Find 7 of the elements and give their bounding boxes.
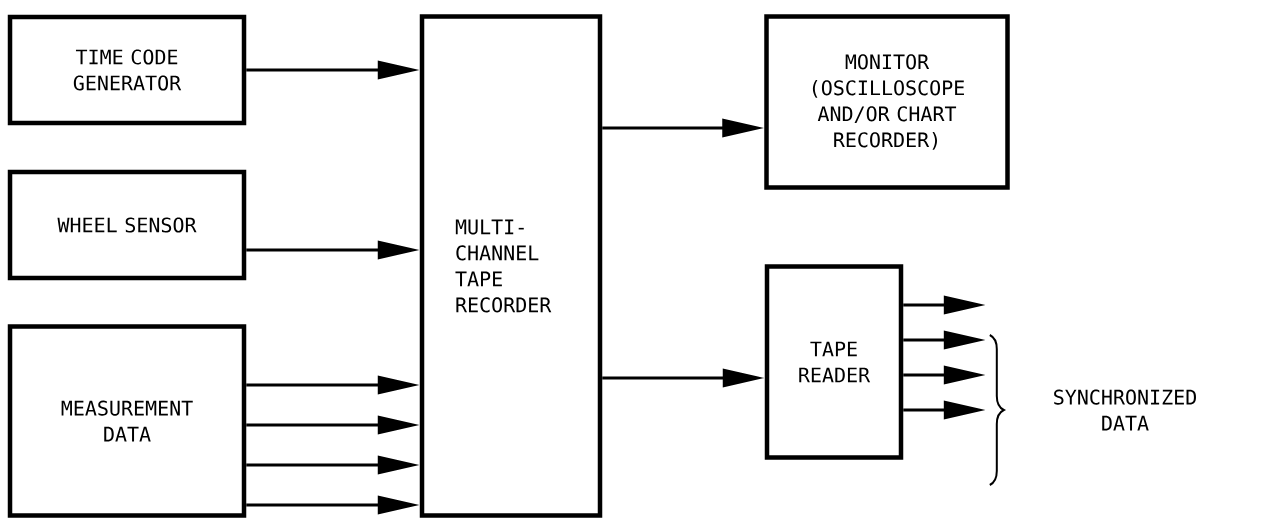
block-box: MULTI- CHANNEL TAPE RECORDER	[419, 14, 603, 518]
block-box: MEASUREMENT DATA	[7, 324, 247, 518]
block-box: TAPE READER	[764, 264, 904, 460]
block-box: WHEEL SENSOR	[7, 169, 247, 281]
text-label: SYNCHRONIZED DATA	[1054, 389, 1196, 431]
block-box: MONITOR (OSCILLOSCOPE AND/OR CHART RECORDER)	[764, 14, 1010, 190]
block-box: TIME CODE GENERATOR	[7, 14, 247, 126]
